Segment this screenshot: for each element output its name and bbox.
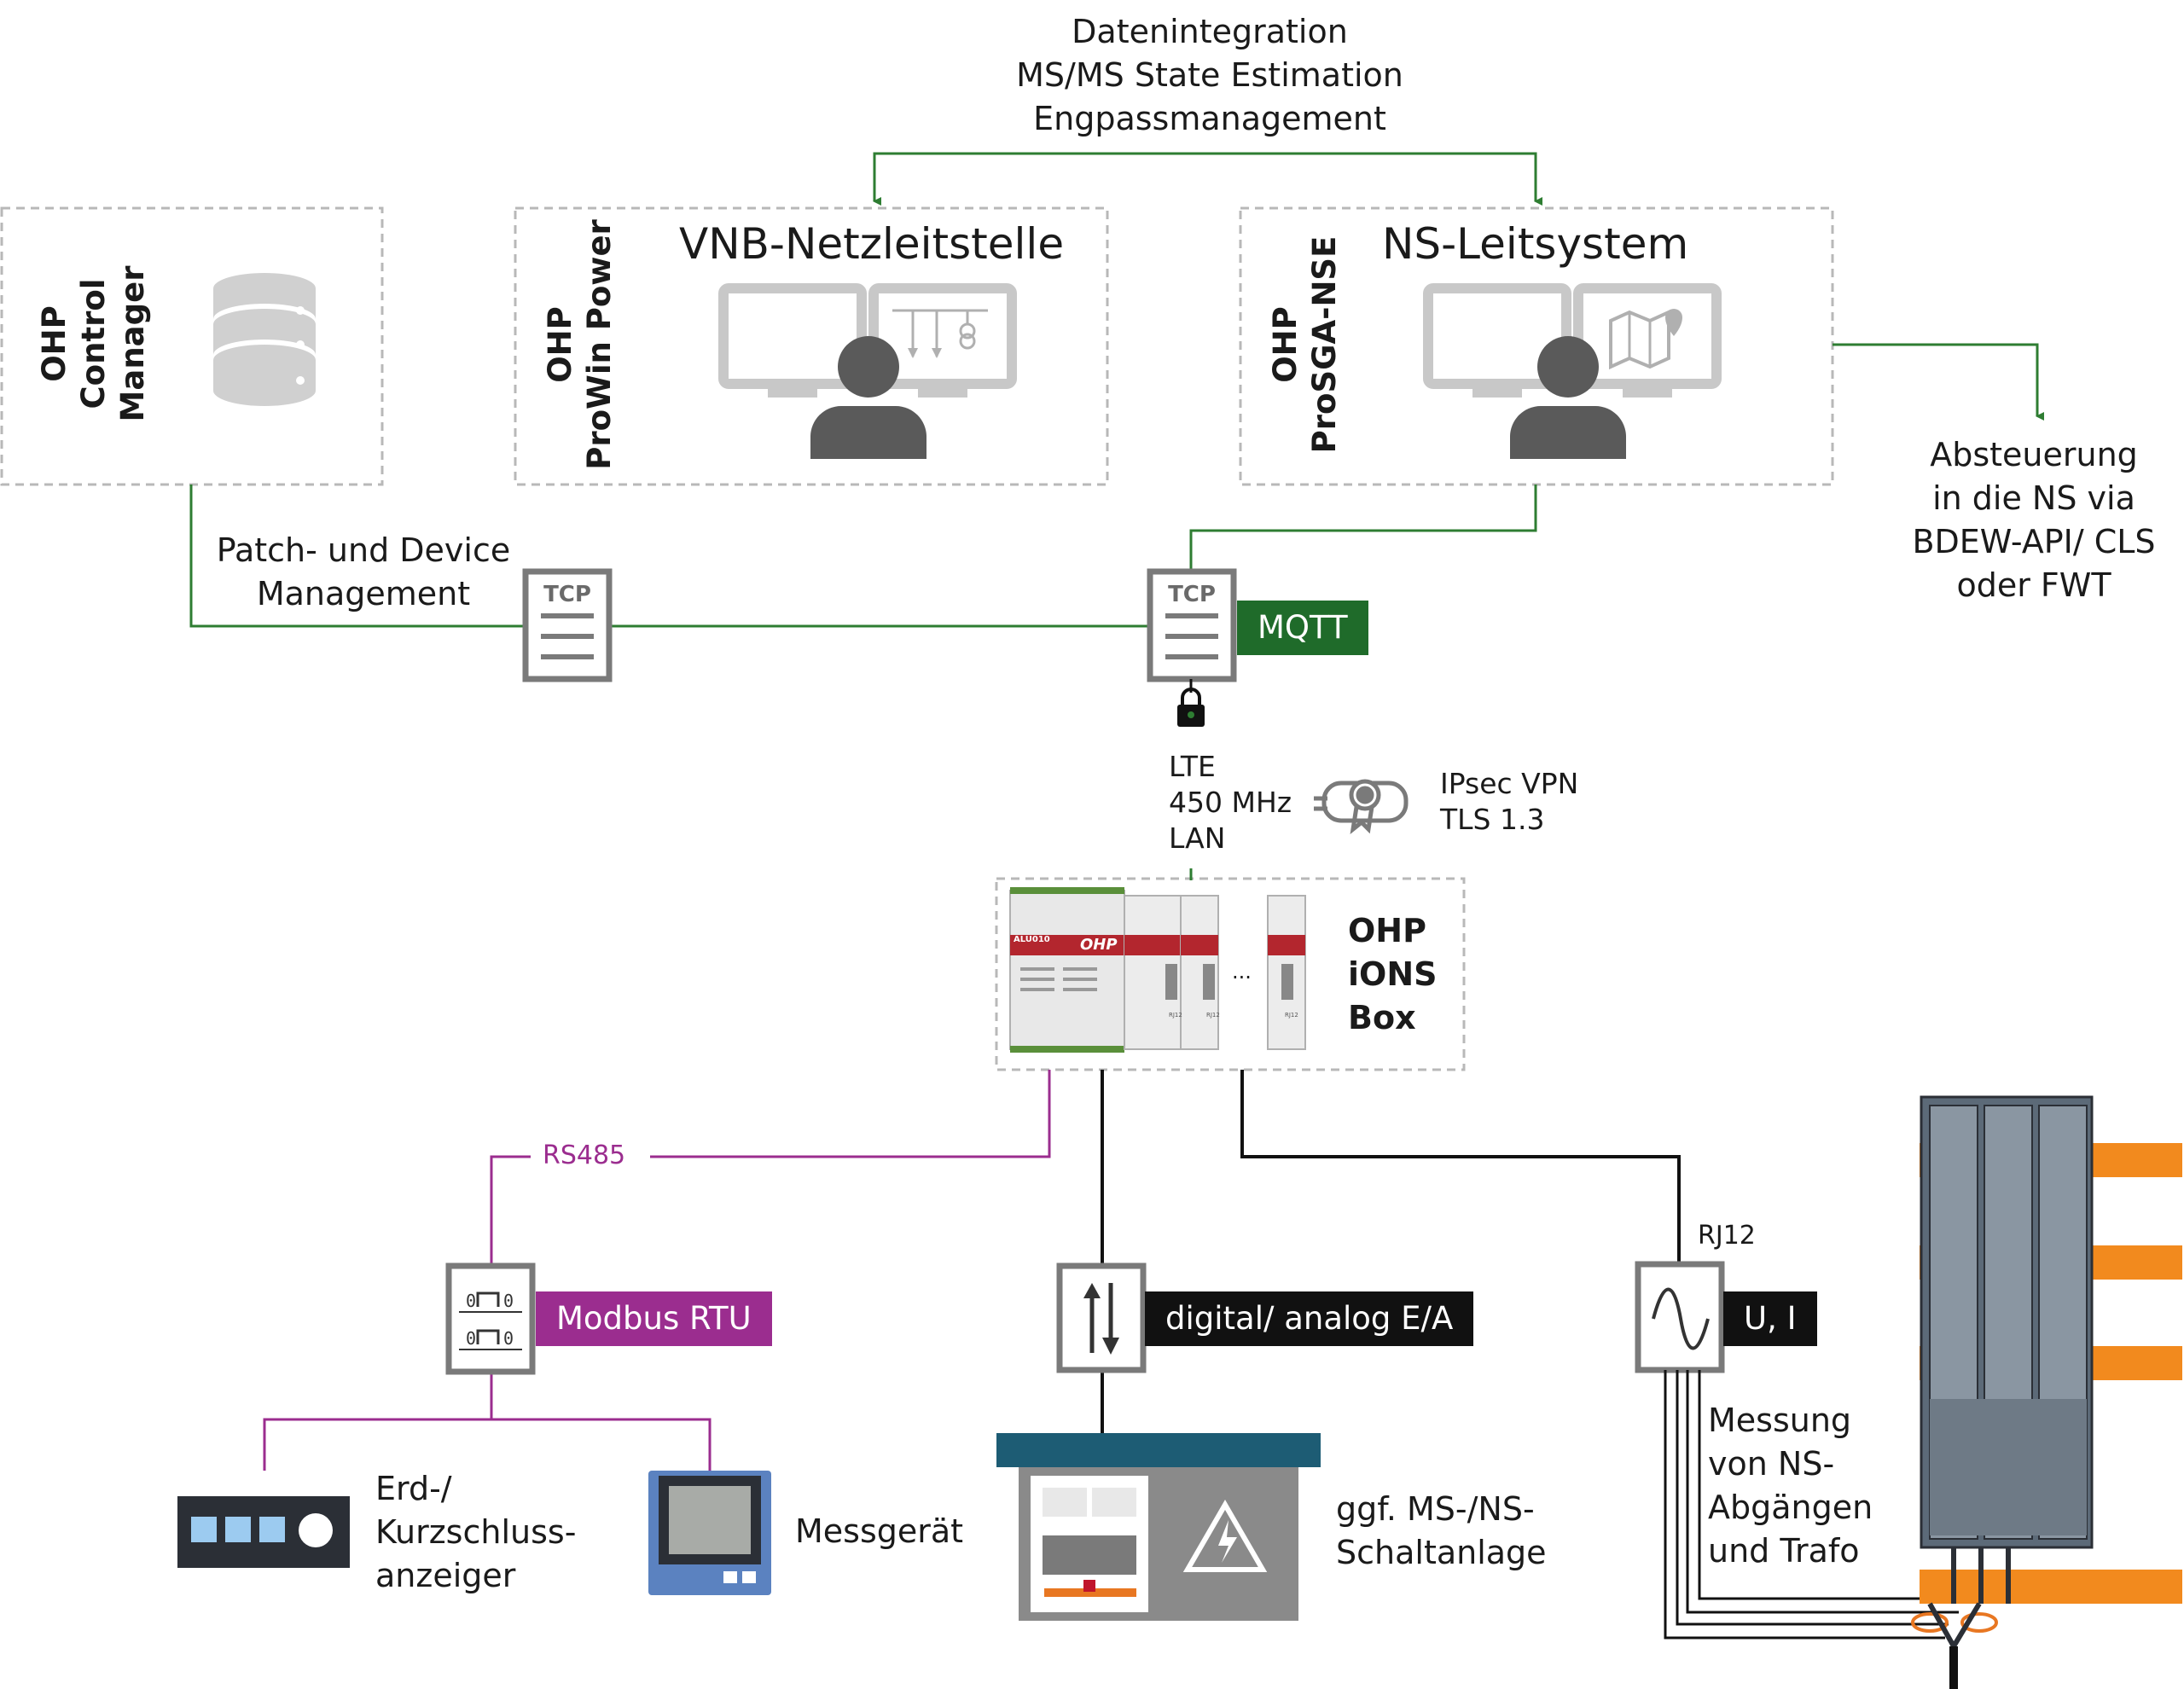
ions-rj-label-1: RJ12	[1169, 1012, 1182, 1019]
switchgear-line-1: ggf. MS-/NS-	[1336, 1490, 1535, 1528]
black-connections	[1101, 1070, 1681, 1433]
ions-rj-label-2: RJ12	[1206, 1012, 1220, 1019]
top-caption-line-1: Datenintegration	[1072, 13, 1348, 50]
digital-analog-icon	[1056, 1262, 1147, 1373]
fault-indicator-line-3: anzeiger	[375, 1557, 516, 1594]
security-text: IPsec VPN TLS 1.3	[1440, 766, 1578, 838]
ions-rj-label-3: RJ12	[1285, 1012, 1298, 1019]
measurement-line-3: Abgängen	[1708, 1489, 1873, 1526]
connection-line-1: LTE	[1169, 750, 1216, 783]
ui-badge: U, I	[1723, 1291, 1817, 1346]
connection-line-3: LAN	[1169, 821, 1226, 855]
netzleitstelle-side-line-1: OHP	[542, 306, 578, 383]
measurement-text: Messung von NS- Abgängen und Trafo	[1708, 1399, 1873, 1573]
operator-workstation-icon	[718, 283, 1017, 459]
operator-map-workstation-icon	[1423, 283, 1722, 459]
purple-connections	[263, 1070, 1051, 1471]
security-line-1: IPsec VPN	[1440, 767, 1579, 800]
ions-box-title-line-1: OHP	[1348, 912, 1426, 949]
absteuerung-line-3: BDEW-API/ CLS	[1912, 523, 2156, 560]
measurement-line-2: von NS-	[1708, 1445, 1835, 1483]
patch-management-line-1: Patch- und Device	[216, 531, 511, 569]
ions-device-image	[1009, 887, 1306, 1053]
ions-device-ellipsis: ...	[1232, 960, 1252, 984]
measurement-wires	[1664, 1370, 1971, 1640]
mqtt-badge: MQTT	[1237, 601, 1368, 655]
digital-analog-badge: digital/ analog E/A	[1145, 1291, 1474, 1346]
top-caption-line-2: MS/MS State Estimation	[1016, 56, 1403, 94]
certificate-icon	[1314, 779, 1409, 834]
green-connections	[189, 152, 2044, 880]
database-icon	[213, 273, 316, 406]
leitsystem-side-line-1: OHP	[1267, 306, 1304, 383]
control-manager-label: OHP Control Manager	[35, 266, 153, 422]
rs485-label: RS485	[543, 1141, 626, 1170]
netzleitstelle-title: VNB-Netzleitstelle	[679, 219, 1065, 269]
control-manager-label-line-3: Manager	[114, 265, 151, 422]
absteuerung-line-4: oder FWT	[1956, 566, 2111, 604]
patch-management-text: Patch- und Device Management	[201, 529, 526, 616]
control-manager-label-line-2: Control	[75, 278, 112, 409]
top-caption: Datenintegration MS/MS State Estimation …	[954, 10, 1466, 141]
svg-text:0: 0	[503, 1291, 514, 1311]
meter-icon	[648, 1471, 771, 1595]
fault-indicator-line-2: Kurzschluss-	[375, 1513, 577, 1551]
tcp-server-icon-left	[522, 568, 613, 682]
modbus-icon: 0 0 0 0	[445, 1262, 536, 1375]
ions-device-label: ALU010	[1014, 935, 1050, 944]
switchgear-text: ggf. MS-/NS- Schaltanlage	[1336, 1488, 1547, 1575]
tcp-label-right: TCP	[1168, 582, 1216, 607]
netzleitstelle-box	[514, 206, 1109, 486]
control-manager-label-line-1: OHP	[36, 305, 73, 382]
switchgear-icon	[996, 1433, 1321, 1621]
leitsystem-title: NS-Leitsystem	[1382, 219, 1689, 269]
fault-indicator-line-1: Erd-/	[375, 1470, 452, 1507]
top-caption-line-3: Engpassmanagement	[1033, 100, 1386, 137]
netzleitstelle-side-label: OHP ProWin Power	[541, 219, 619, 470]
svg-text:0: 0	[466, 1328, 476, 1349]
svg-text:0: 0	[503, 1328, 514, 1349]
netzleitstelle-side-line-2: ProWin Power	[581, 219, 618, 470]
svg-text:0: 0	[466, 1291, 476, 1311]
ions-box-title: OHP iONS Box	[1348, 909, 1438, 1040]
connection-text: LTE 450 MHz LAN	[1169, 749, 1292, 856]
rj12-label: RJ12	[1698, 1221, 1756, 1251]
ions-box-frame	[995, 877, 1466, 1071]
measurement-line-1: Messung	[1708, 1402, 1852, 1439]
measurement-line-4: und Trafo	[1708, 1532, 1860, 1570]
patch-management-line-2: Management	[256, 575, 471, 612]
meter-label: Messgerät	[795, 1512, 964, 1550]
ions-box-title-line-2: iONS	[1348, 955, 1438, 993]
padlock-icon	[1177, 679, 1205, 727]
modbus-badge: Modbus RTU	[536, 1291, 772, 1346]
connection-line-2: 450 MHz	[1169, 786, 1292, 819]
sine-wave-icon	[1635, 1261, 1725, 1373]
ions-box-title-line-3: Box	[1348, 999, 1416, 1036]
security-line-2: TLS 1.3	[1440, 803, 1545, 836]
absteuerung-text: Absteuerung in die NS via BDEW-API/ CLS …	[1884, 433, 2184, 607]
leitsystem-side-line-2: ProSGA-NSE	[1306, 235, 1343, 454]
low-voltage-distribution-icon	[1911, 1095, 2182, 1689]
ions-device-brand: OHP	[1080, 936, 1118, 954]
fault-indicator-text: Erd-/ Kurzschluss- anzeiger	[375, 1467, 576, 1598]
absteuerung-line-2: in die NS via	[1932, 479, 2135, 517]
fault-indicator-icon	[177, 1496, 350, 1568]
switchgear-line-2: Schaltanlage	[1336, 1534, 1547, 1571]
tcp-label-left: TCP	[543, 582, 591, 607]
leitsystem-side-label: OHP ProSGA-NSE	[1266, 236, 1345, 454]
absteuerung-line-1: Absteuerung	[1930, 436, 2138, 473]
tcp-server-icon-right	[1147, 568, 1237, 682]
